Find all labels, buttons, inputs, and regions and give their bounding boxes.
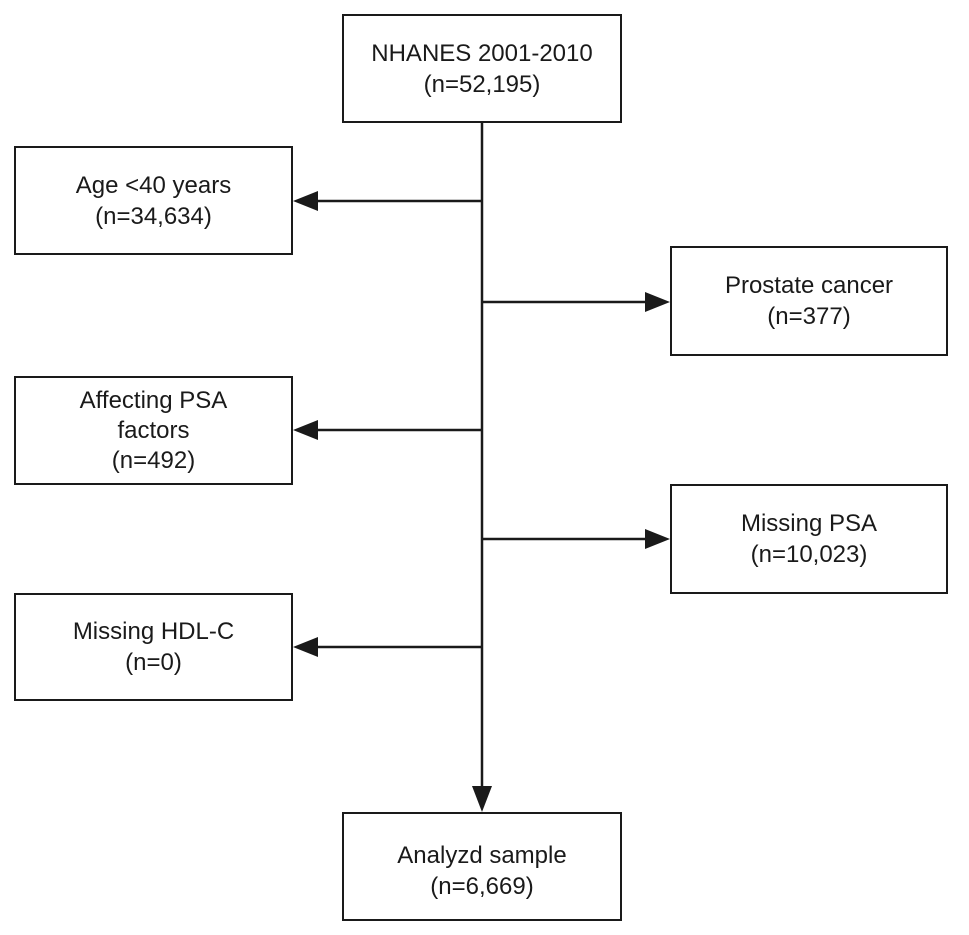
exclusion-psa-factors-label-1: Affecting PSA xyxy=(79,386,228,414)
exclusion-age-count: (n=34,634) xyxy=(95,202,212,230)
exclusion-missing-hdl-count: (n=0) xyxy=(125,649,182,676)
source-population-box: NHANES 2001-2010 (n=52,195) xyxy=(342,14,622,123)
exclusion-psa-factors-count: (n=492) xyxy=(111,446,196,474)
exclusion-prostate-count: (n=377) xyxy=(767,303,851,330)
arrowhead-missing-psa xyxy=(645,529,670,549)
arrowhead-age xyxy=(293,191,318,211)
source-count: (n=52,195) xyxy=(423,70,541,98)
analyzed-sample-count: (n=6,669) xyxy=(430,872,534,900)
exclusion-missing-hdl-label: Missing HDL-C xyxy=(72,618,235,645)
arrowhead-psa-factors xyxy=(293,420,318,440)
exclusion-psa-factors-box: Affecting PSA factors (n=492) xyxy=(14,376,293,485)
arrowhead-prostate xyxy=(645,292,670,312)
exclusion-age-label: Age <40 years xyxy=(75,171,232,199)
exclusion-prostate-label: Prostate cancer xyxy=(724,272,894,299)
analyzed-sample-box: Analyzd sample (n=6,669) xyxy=(342,812,622,921)
arrowhead-hdl xyxy=(293,637,318,657)
source-title: NHANES 2001-2010 xyxy=(371,39,593,67)
exclusion-missing-psa-count: (n=10,023) xyxy=(750,541,868,568)
arrowhead-analyzed xyxy=(472,786,492,812)
analyzed-sample-label: Analyzd sample xyxy=(397,841,567,869)
exclusion-age-box: Age <40 years (n=34,634) xyxy=(14,146,293,255)
exclusion-missing-psa-box: Missing PSA (n=10,023) xyxy=(670,484,948,594)
exclusion-missing-hdl-box: Missing HDL-C (n=0) xyxy=(14,593,293,701)
exclusion-psa-factors-label-2: factors xyxy=(117,416,190,444)
exclusion-missing-psa-label: Missing PSA xyxy=(740,510,878,537)
exclusion-prostate-cancer-box: Prostate cancer (n=377) xyxy=(670,246,948,356)
